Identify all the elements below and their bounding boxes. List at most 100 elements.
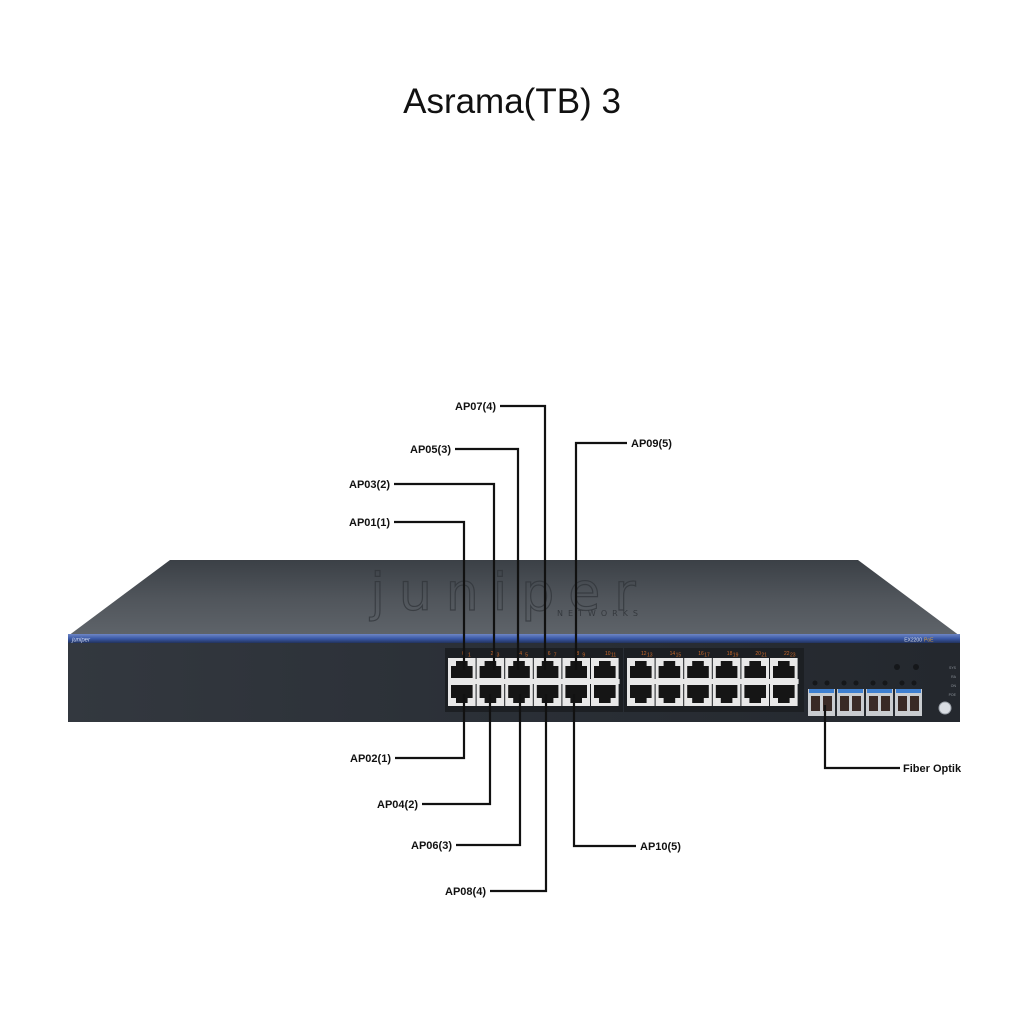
- rj45-port-bottom[interactable]: [448, 684, 476, 706]
- port-hole: [687, 685, 709, 698]
- sfp-lc-left: [869, 696, 878, 711]
- port-notch: [456, 697, 468, 703]
- leader-line-ap06: [456, 694, 522, 847]
- sfp-port[interactable]: [866, 689, 893, 716]
- rj45-port-top[interactable]: [741, 658, 769, 679]
- sfp-port[interactable]: [895, 689, 922, 716]
- port-number: 14: [670, 651, 676, 657]
- label-ap02: AP02(1): [350, 753, 391, 765]
- rj45-port-bottom[interactable]: [684, 684, 712, 706]
- rj45-port-top[interactable]: [712, 658, 741, 679]
- console-port-icon: [894, 664, 900, 670]
- label-ap06: AP06(3): [411, 840, 452, 852]
- port-notch: [749, 697, 761, 703]
- sfp-lc-left: [811, 696, 820, 711]
- port-hole: [479, 666, 502, 678]
- rj45-port-top[interactable]: [448, 658, 476, 679]
- port-number: 22: [784, 651, 790, 657]
- status-led-label: SYS: [949, 666, 957, 670]
- port-number: 3: [497, 653, 500, 659]
- port-hole: [630, 685, 652, 698]
- leader-line-fiber: [823, 705, 900, 770]
- label-ap04: AP04(2): [377, 799, 418, 811]
- rj45-port-bottom[interactable]: [476, 684, 505, 706]
- brand-logo-top: juniper: [369, 563, 649, 623]
- blue-stripe: [68, 634, 960, 643]
- port-notch: [599, 697, 611, 703]
- port-number: 12: [641, 651, 647, 657]
- rj45-port-top[interactable]: [627, 658, 655, 679]
- leader-line-ap04: [422, 694, 492, 806]
- sfp-led: [911, 680, 917, 686]
- rj45-port-bottom[interactable]: [533, 684, 562, 706]
- port-number: 2: [491, 651, 494, 657]
- leader-line-ap10: [572, 694, 636, 848]
- port-number: 16: [698, 651, 704, 657]
- mode-button[interactable]: [938, 701, 952, 715]
- port-notch: [692, 661, 704, 667]
- port-number: 8: [576, 651, 579, 657]
- port-hole: [687, 666, 709, 678]
- page-title: Asrama(TB) 3: [403, 82, 621, 121]
- sfp-led: [882, 680, 888, 686]
- label-ap05: AP05(3): [410, 444, 451, 456]
- port-notch: [541, 697, 554, 703]
- port-hole: [536, 666, 559, 678]
- rj45-port-bottom[interactable]: [591, 684, 619, 706]
- port-notch: [541, 661, 554, 667]
- port-number: 18: [727, 651, 733, 657]
- sfp-lc-right: [881, 696, 890, 711]
- rj45-port-bottom[interactable]: [770, 684, 798, 706]
- port-hole: [479, 685, 502, 698]
- port-notch: [720, 697, 733, 703]
- sfp-led: [812, 680, 818, 686]
- rj45-port-bottom[interactable]: [627, 684, 655, 706]
- port-hole: [508, 685, 530, 698]
- sfp-lc-right: [823, 696, 832, 711]
- rj45-port-top[interactable]: [684, 658, 712, 679]
- sfp-lc-right: [910, 696, 919, 711]
- port-number: 23: [790, 653, 796, 659]
- rj45-port-bottom[interactable]: [712, 684, 741, 706]
- port-hole: [565, 666, 587, 678]
- rj45-port-bottom[interactable]: [741, 684, 769, 706]
- port-notch: [692, 697, 704, 703]
- port-notch: [778, 697, 790, 703]
- leader-line-ap02: [395, 694, 466, 760]
- port-number: 4: [519, 651, 522, 657]
- label-ap07: AP07(4): [455, 401, 496, 413]
- label-ap01: AP01(1): [349, 517, 390, 529]
- rj45-port-top[interactable]: [655, 658, 684, 679]
- rj45-port-bottom[interactable]: [655, 684, 684, 706]
- port-hole: [773, 666, 795, 678]
- label-ap09: AP09(5): [631, 438, 672, 450]
- port-notch: [570, 697, 582, 703]
- sfp-led: [824, 680, 830, 686]
- port-hole: [744, 666, 766, 678]
- rj45-port-bottom[interactable]: [562, 684, 590, 706]
- port-notch: [720, 661, 733, 667]
- label-ap10: AP10(5): [640, 841, 681, 853]
- status-led-label: POE: [949, 693, 957, 697]
- sfp-led: [841, 680, 847, 686]
- rj45-port-top[interactable]: [476, 658, 505, 679]
- status-led-label: RA: [951, 675, 957, 679]
- port-divider: [448, 679, 620, 684]
- rj45-port-top[interactable]: [770, 658, 798, 679]
- port-hole: [451, 685, 473, 698]
- leader-line-ap07: [500, 404, 547, 670]
- sfp-led: [870, 680, 876, 686]
- usb-port-icon: [913, 664, 919, 670]
- port-hole: [773, 685, 795, 698]
- sfp-port[interactable]: [808, 689, 835, 716]
- port-hole: [658, 666, 681, 678]
- sfp-led: [899, 680, 905, 686]
- port-number: 9: [582, 653, 585, 659]
- rj45-port-top[interactable]: [533, 658, 562, 679]
- port-number: 6: [548, 651, 551, 657]
- port-number: 11: [611, 653, 616, 659]
- rj45-port-top[interactable]: [591, 658, 619, 679]
- port-notch: [599, 661, 611, 667]
- sfp-port[interactable]: [837, 689, 864, 716]
